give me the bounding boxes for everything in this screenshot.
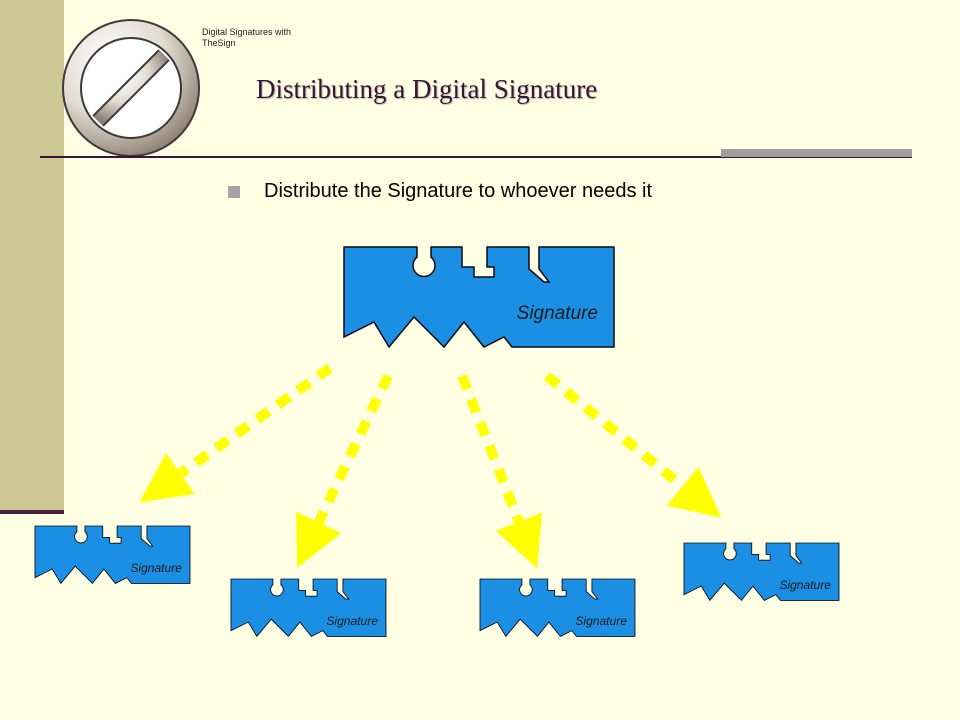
- brand-caption: Digital Signatures with TheSign: [202, 27, 292, 48]
- distribution-arrow: [457, 374, 543, 569]
- prohibition-sign-icon: [62, 19, 200, 157]
- signature-copy-label: Signature: [326, 614, 378, 628]
- sidebar-footer-line: [0, 510, 64, 514]
- slide-title: Distributing a Digital Signature: [256, 74, 598, 104]
- signature-copy-block: Signature: [230, 578, 387, 637]
- left-sidebar-band: [0, 0, 64, 510]
- divider-accent: [721, 149, 912, 157]
- signature-copy-block: Signature: [34, 525, 191, 584]
- signature-copy-label: Signature: [575, 614, 627, 628]
- signature-copy-block: Signature: [479, 578, 636, 637]
- source-signature-block: Signature: [343, 246, 615, 348]
- signature-copy-label: Signature: [130, 561, 182, 575]
- bullet-item: Distribute the Signature to whoever need…: [228, 180, 652, 203]
- source-signature-label: Signature: [517, 303, 598, 324]
- distribution-arrow: [296, 373, 393, 568]
- distribution-arrow: [139, 363, 333, 503]
- title-divider: [40, 156, 912, 158]
- square-bullet-icon: [228, 185, 240, 198]
- distribution-arrow: [543, 372, 722, 518]
- signature-copy-block: Signature: [683, 542, 840, 601]
- signature-copy-label: Signature: [779, 578, 831, 592]
- bullet-text: Distribute the Signature to whoever need…: [264, 180, 652, 202]
